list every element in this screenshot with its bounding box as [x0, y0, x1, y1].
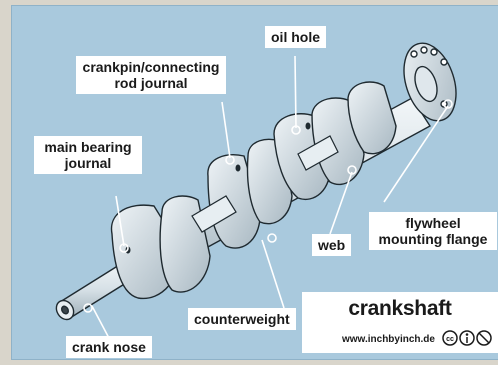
diagram-panel: oil hole crankpin/connecting rod journal… [12, 6, 498, 359]
diagram-title: crankshaft [302, 297, 498, 321]
label-flywheel: flywheel mounting flange [369, 212, 497, 250]
svg-text:cc: cc [446, 336, 454, 343]
label-main-bearing: main bearing journal [34, 136, 142, 174]
label-oil-hole: oil hole [265, 26, 326, 48]
license-badges: cc [442, 329, 494, 347]
crank-webs [112, 82, 396, 298]
label-counterweight: counterweight [188, 308, 296, 330]
website-link[interactable]: www.inchbyinch.de [342, 334, 435, 345]
by-icon [460, 331, 474, 345]
label-crank-nose: crank nose [66, 336, 152, 358]
title-box: crankshaft www.inchbyinch.de cc [302, 292, 498, 353]
label-crankpin: crankpin/connecting rod journal [76, 56, 226, 94]
nc-icon [477, 331, 491, 345]
label-web: web [312, 234, 351, 256]
